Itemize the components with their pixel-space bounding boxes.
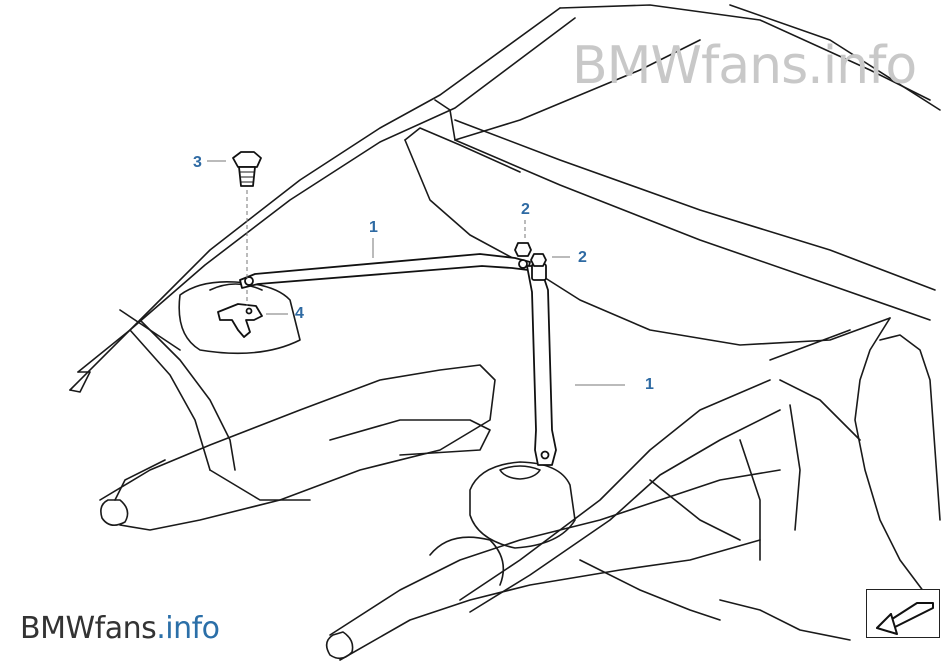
callout-bracket: 4 — [295, 305, 304, 322]
callout-nut-top: 2 — [521, 201, 530, 218]
upper-strut-bar — [239, 253, 531, 289]
watermark-suffix: .info — [156, 611, 220, 646]
callout-upper-strut: 1 — [369, 219, 378, 236]
navigation-arrow-button[interactable] — [866, 589, 940, 638]
nut-side-shape — [530, 253, 547, 267]
watermark-brand: BMWfans — [20, 611, 157, 646]
bracket-shape — [217, 303, 263, 338]
bolt-shape — [232, 151, 262, 187]
car-body-outline — [69, 4, 941, 661]
leader-lines — [207, 160, 625, 386]
callout-nut-side: 2 — [578, 249, 587, 266]
callout-labels: 3 1 2 2 4 1 — [193, 154, 654, 393]
vertical-strut-bar — [526, 263, 557, 466]
callout-bolt: 3 — [193, 154, 202, 171]
callout-vertical-strut: 1 — [645, 376, 654, 393]
watermark-bottom: BMWfans.info — [20, 614, 220, 644]
watermark-top: BMWfans.info — [572, 36, 917, 96]
arrow-down-left-icon — [876, 602, 934, 635]
nut-top-shape — [514, 242, 532, 257]
